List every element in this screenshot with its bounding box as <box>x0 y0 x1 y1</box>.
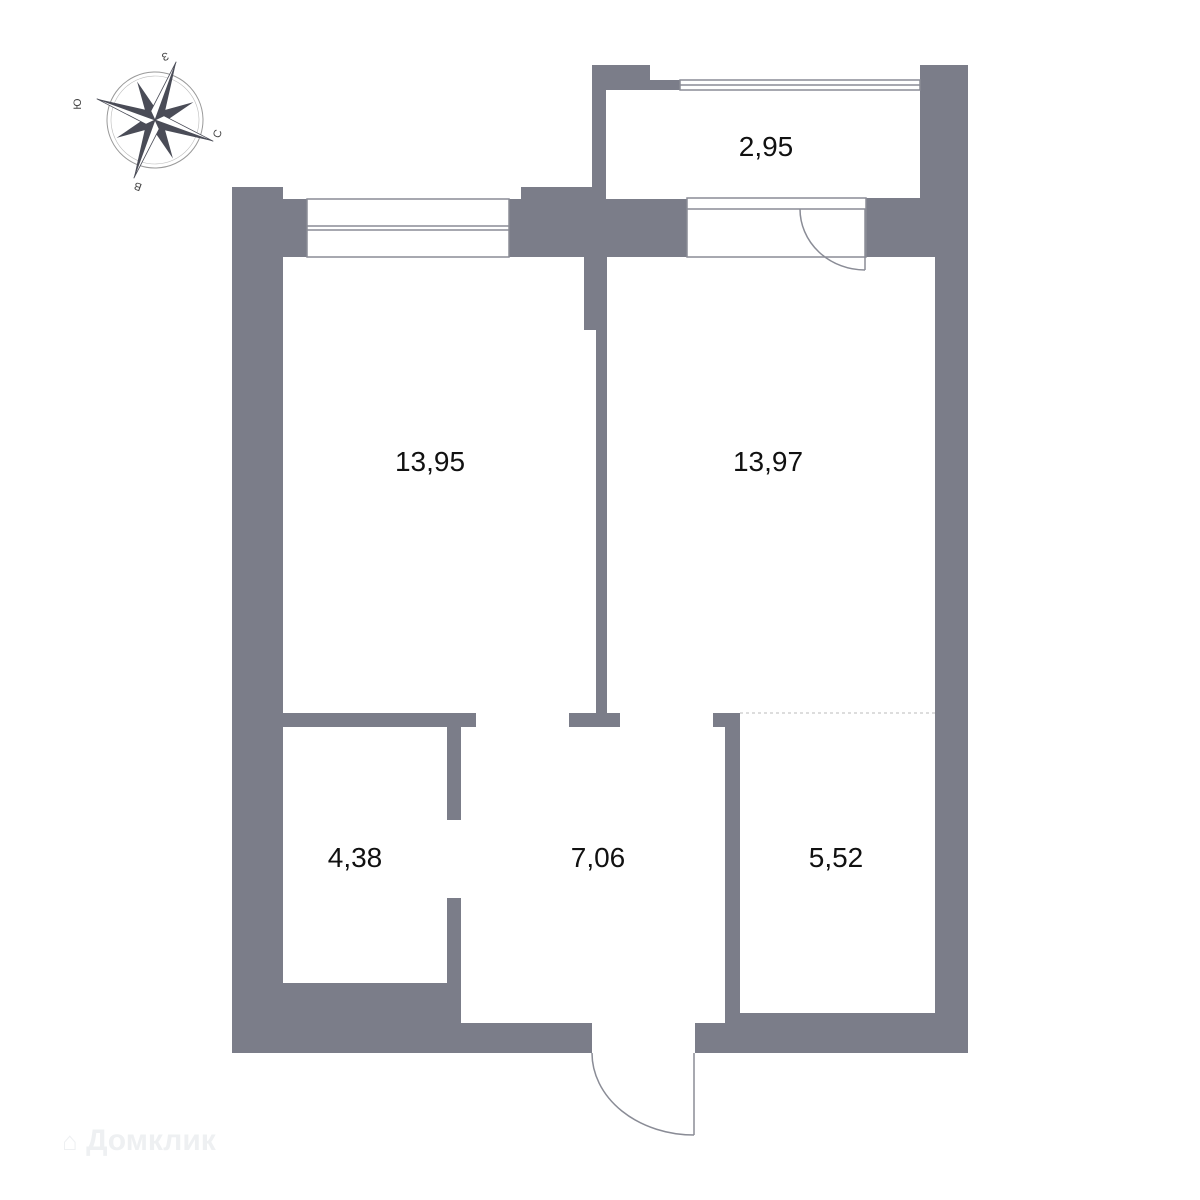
compass-south-label: Ю <box>72 98 84 110</box>
room-area-kitchen-niche: 5,52 <box>808 842 864 873</box>
compass-rose-icon <box>96 61 214 179</box>
balcony-door <box>686 197 867 271</box>
watermark-text: Домклик <box>86 1124 216 1157</box>
watermark: ⌂ Домклик <box>62 1124 216 1158</box>
room-area-hallway: 7,06 <box>570 842 626 873</box>
house-logo-icon: ⌂ <box>62 1126 78 1156</box>
windows <box>306 79 921 258</box>
walls <box>232 65 968 1053</box>
room-area-left-room: 13,95 <box>394 446 466 477</box>
entrance-door <box>591 1052 695 1136</box>
room-area-balcony: 2,95 <box>738 131 794 162</box>
room-area-right-room: 13,97 <box>732 446 804 477</box>
room-area-bathroom: 4,38 <box>327 842 383 873</box>
